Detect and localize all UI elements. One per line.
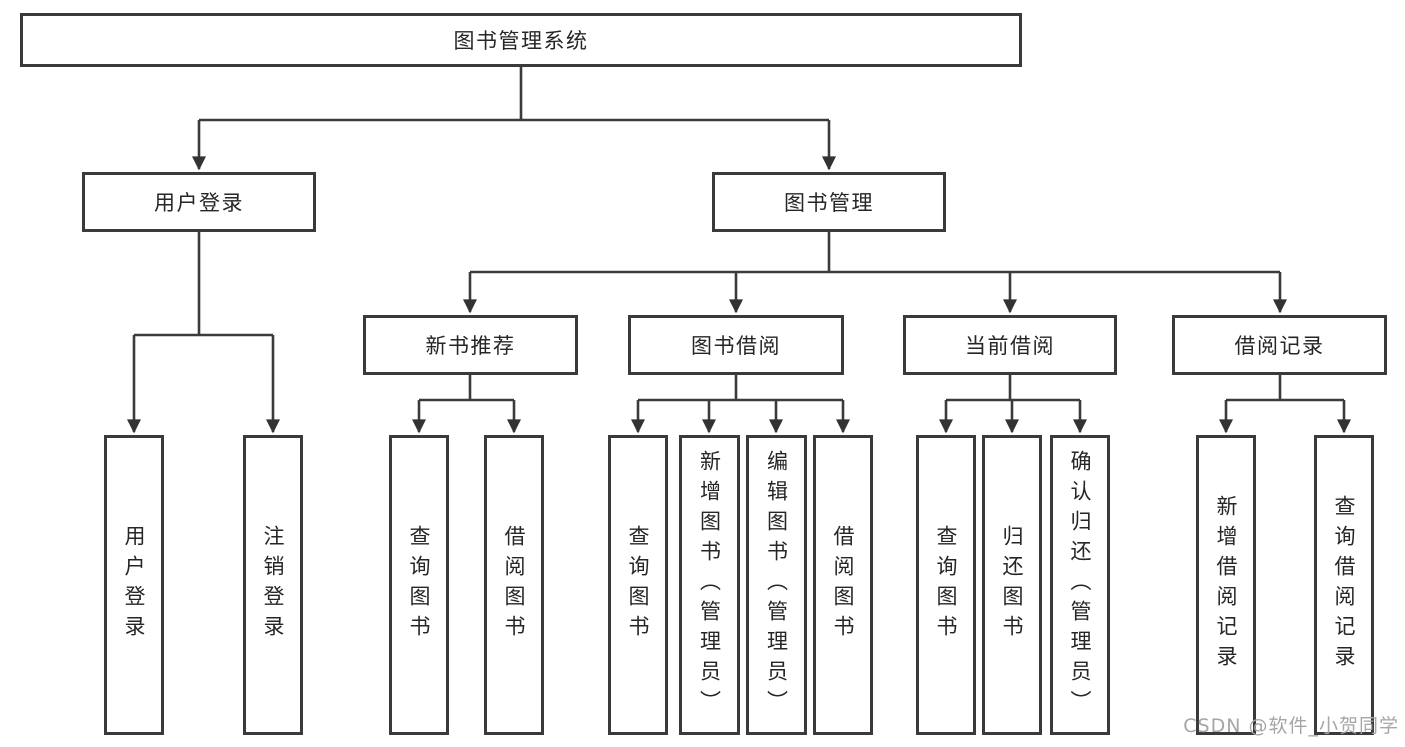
leaf-logout: 注销登录 (243, 435, 303, 735)
leaf-borrow-books: 借阅图书 (813, 435, 873, 735)
leaf-query-borrow-record: 查询借阅记录 (1314, 435, 1374, 735)
leaf-add-book-admin: 新增图书（管理员） (679, 435, 740, 735)
leaf-query-books-recommend: 查询图书 (389, 435, 449, 735)
csdn-watermark: CSDN @软件_小贺同学 (1183, 715, 1399, 737)
node-user-login: 用户登录 (82, 172, 316, 232)
leaf-confirm-return-admin: 确认归还（管理员） (1050, 435, 1110, 735)
leaf-add-borrow-record: 新增借阅记录 (1196, 435, 1256, 735)
node-borrow-records: 借阅记录 (1172, 315, 1387, 375)
leaf-borrow-books-recommend: 借阅图书 (484, 435, 544, 735)
node-library-management-system: 图书管理系统 (20, 13, 1022, 67)
node-book-borrow: 图书借阅 (628, 315, 844, 375)
leaf-query-books-borrow: 查询图书 (608, 435, 668, 735)
leaf-query-books-current: 查询图书 (916, 435, 976, 735)
node-new-book-recommend: 新书推荐 (363, 315, 578, 375)
node-book-management: 图书管理 (712, 172, 946, 232)
node-current-borrow: 当前借阅 (903, 315, 1117, 375)
leaf-user-login: 用户登录 (104, 435, 164, 735)
leaf-edit-book-admin: 编辑图书（管理员） (746, 435, 807, 735)
leaf-return-book: 归还图书 (982, 435, 1042, 735)
